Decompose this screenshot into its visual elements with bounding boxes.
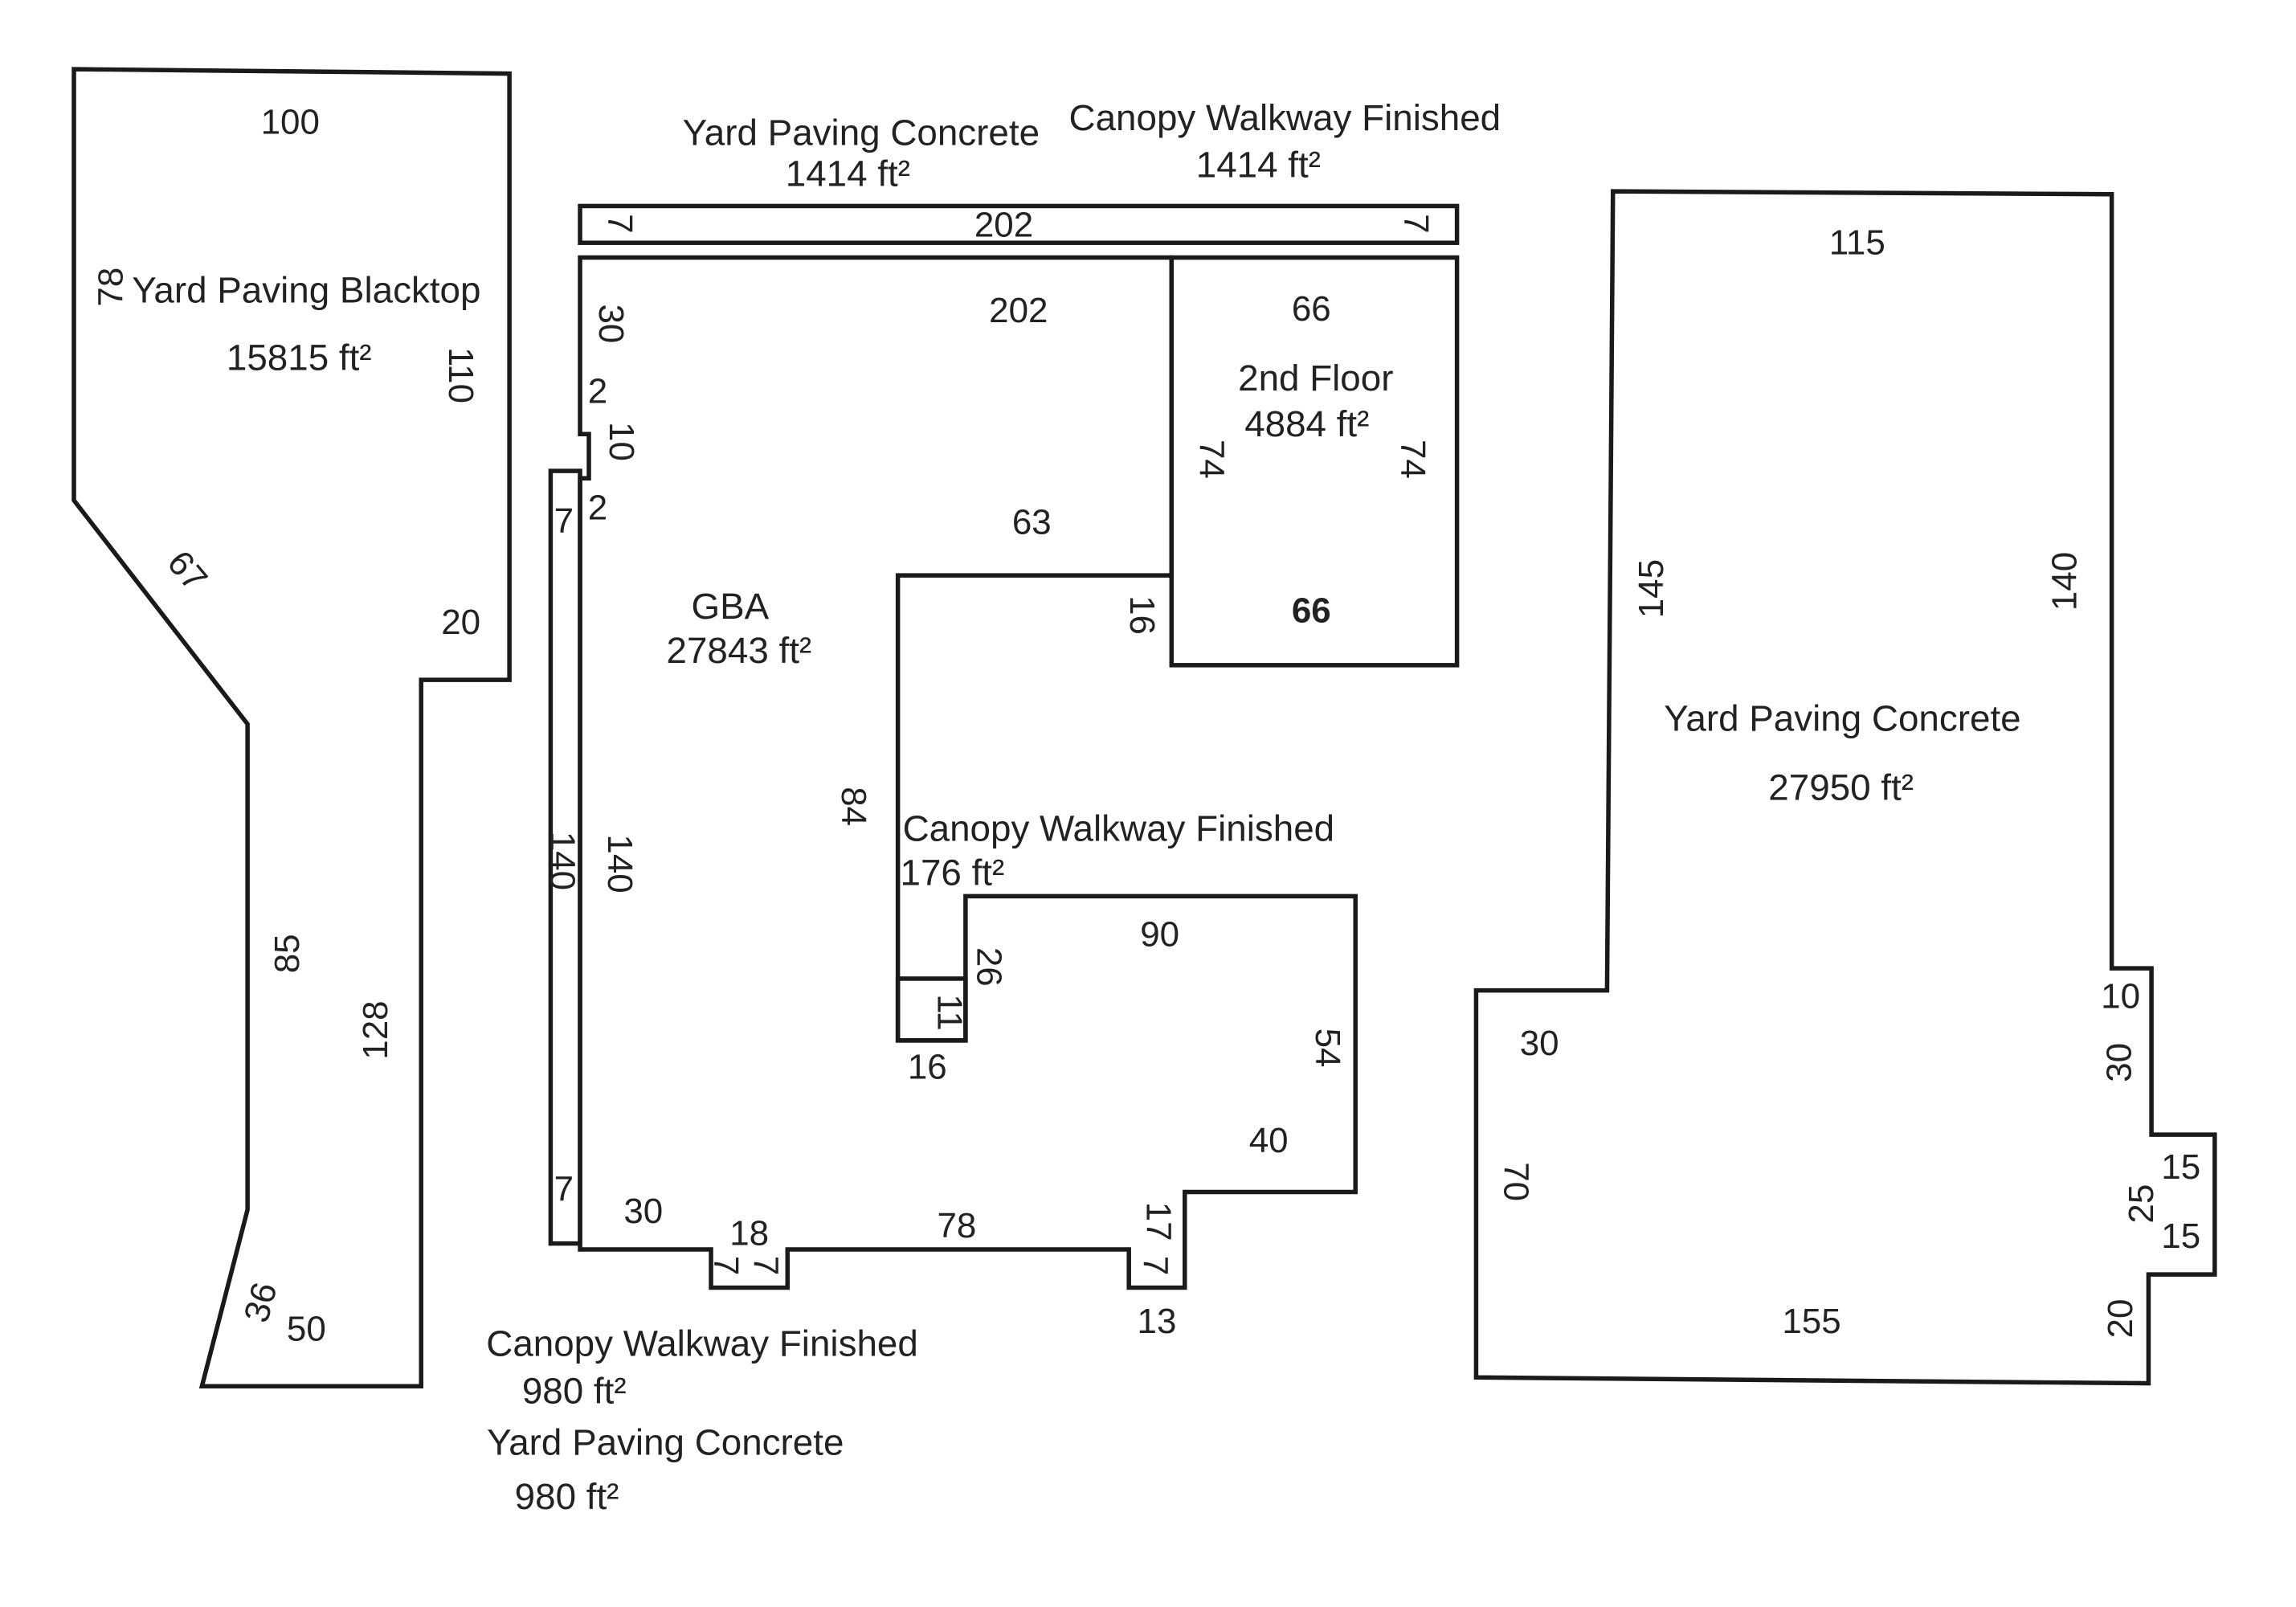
dimension-label: 7 xyxy=(1136,1256,1175,1275)
dimension-label: 11 xyxy=(929,994,969,1031)
dimension-label: 145 xyxy=(1632,559,1671,618)
dimension-label: 7 xyxy=(1396,214,1436,233)
dimension-label: 74 xyxy=(1191,440,1231,479)
yard-paving-blacktop-area[interactable]: Yard Paving Blacktop 15815 ft² 100 78 11… xyxy=(71,67,512,1389)
dimension-label: 17 xyxy=(1138,1202,1178,1241)
area-size: 27843 ft² xyxy=(667,630,812,671)
dimension-label: 7 xyxy=(746,1256,785,1275)
dimension-label: 15 xyxy=(2161,1216,2200,1256)
dimension-label: 7 xyxy=(554,501,574,541)
dimension-label: 7 xyxy=(600,214,639,233)
area-size: 4884 ft² xyxy=(1244,403,1369,444)
dimension-label: 90 xyxy=(1140,915,1179,955)
top-strip-outline[interactable] xyxy=(578,203,1460,245)
area-name: Canopy Walkway Finished xyxy=(486,1323,918,1364)
area-name: Yard Paving Blacktop xyxy=(132,269,480,310)
dimension-label: 155 xyxy=(1782,1302,1840,1341)
area-name: Canopy Walkway Finished xyxy=(1069,97,1501,138)
dimension-label: 2 xyxy=(588,488,607,527)
gba-area[interactable]: GBA 27843 ft² 202 30 2 10 2 63 16 84 140… xyxy=(578,255,1358,1342)
dimension-label: 140 xyxy=(543,832,582,890)
dimension-label: 66 xyxy=(1292,289,1331,329)
dimension-label: 128 xyxy=(356,1000,395,1059)
dimension-label: 67 xyxy=(160,543,215,599)
dimension-label: 85 xyxy=(268,934,307,973)
dimension-label: 70 xyxy=(1496,1162,1535,1201)
area-name: Yard Paving Concrete xyxy=(1664,697,2020,738)
area-name: Yard Paving Concrete xyxy=(683,112,1040,153)
dimension-label: 10 xyxy=(2101,976,2140,1016)
canopy-walkway-small-area[interactable]: Canopy Walkway Finished 176 ft² 11 xyxy=(895,808,1335,1043)
dimension-label: 26 xyxy=(970,947,1009,987)
dimension-label: 78 xyxy=(91,268,130,307)
dimension-label: 20 xyxy=(441,603,480,642)
right-area-outline[interactable] xyxy=(1473,189,2217,1386)
dimension-label: 110 xyxy=(441,347,480,403)
dimension-label: 7 xyxy=(554,1169,574,1208)
dimension-label: 20 xyxy=(2101,1299,2140,1339)
left-strip-area[interactable]: 7 140 7 Canopy Walkway Finished 980 ft² … xyxy=(486,468,918,1517)
area-size: 176 ft² xyxy=(901,853,1005,893)
dimension-label: 18 xyxy=(729,1213,769,1253)
dimension-label: 140 xyxy=(2045,552,2085,611)
dimension-label: 30 xyxy=(623,1192,663,1231)
dimension-label: 15 xyxy=(2161,1147,2200,1187)
gba-outline[interactable] xyxy=(578,255,1358,1290)
area-size: 1414 ft² xyxy=(786,153,910,194)
second-floor-area[interactable]: 2nd Floor 4884 ft² 66 74 74 66 xyxy=(1169,255,1460,668)
dimension-label: 140 xyxy=(600,834,639,893)
dimension-label: 100 xyxy=(261,103,320,142)
dimension-label: 2 xyxy=(588,372,607,411)
dimension-label: 40 xyxy=(1249,1121,1289,1160)
area-size: 15815 ft² xyxy=(227,337,372,378)
dimension-label: 202 xyxy=(974,206,1033,245)
dimension-label: 54 xyxy=(1308,1028,1347,1068)
area-size: 1414 ft² xyxy=(1196,145,1321,186)
dimension-label: 30 xyxy=(591,304,631,343)
dimension-label: 25 xyxy=(2122,1184,2161,1224)
second-floor-outline[interactable] xyxy=(1169,255,1460,668)
dimension-label: 13 xyxy=(1138,1302,1177,1341)
dimension-label: 115 xyxy=(1829,223,1885,263)
area-size: 27950 ft² xyxy=(1768,767,1914,808)
dimension-label: 30 xyxy=(2099,1043,2139,1082)
dimension-label: 202 xyxy=(989,291,1048,330)
blacktop-outline[interactable] xyxy=(71,67,512,1389)
dimension-label: 63 xyxy=(1012,503,1052,542)
area-size: 980 ft² xyxy=(522,1370,627,1411)
dimension-label: 36 xyxy=(237,1278,285,1327)
area-size: 980 ft² xyxy=(515,1476,619,1517)
dimension-label: 16 xyxy=(908,1047,947,1086)
area-name: 2nd Floor xyxy=(1238,358,1393,399)
dimension-label: 78 xyxy=(937,1206,976,1245)
yard-paving-concrete-right-area[interactable]: Yard Paving Concrete 27950 ft² 115 145 1… xyxy=(1473,189,2217,1386)
dimension-label: 10 xyxy=(602,422,641,461)
dimension-label: 66 xyxy=(1292,591,1331,631)
top-strip-area[interactable]: Yard Paving Concrete 1414 ft² Canopy Wal… xyxy=(578,97,1501,245)
dimension-label: 74 xyxy=(1393,440,1432,479)
canopy-small-outline[interactable] xyxy=(895,976,968,1043)
dimension-label: 84 xyxy=(834,787,873,826)
dimension-label: 30 xyxy=(1520,1024,1559,1063)
area-name: GBA xyxy=(692,586,770,627)
dimension-label: 50 xyxy=(287,1309,326,1348)
area-name: Yard Paving Concrete xyxy=(487,1421,844,1462)
dimension-label: 16 xyxy=(1122,595,1162,635)
area-name: Canopy Walkway Finished xyxy=(903,808,1335,849)
dimension-label: 7 xyxy=(706,1256,746,1275)
